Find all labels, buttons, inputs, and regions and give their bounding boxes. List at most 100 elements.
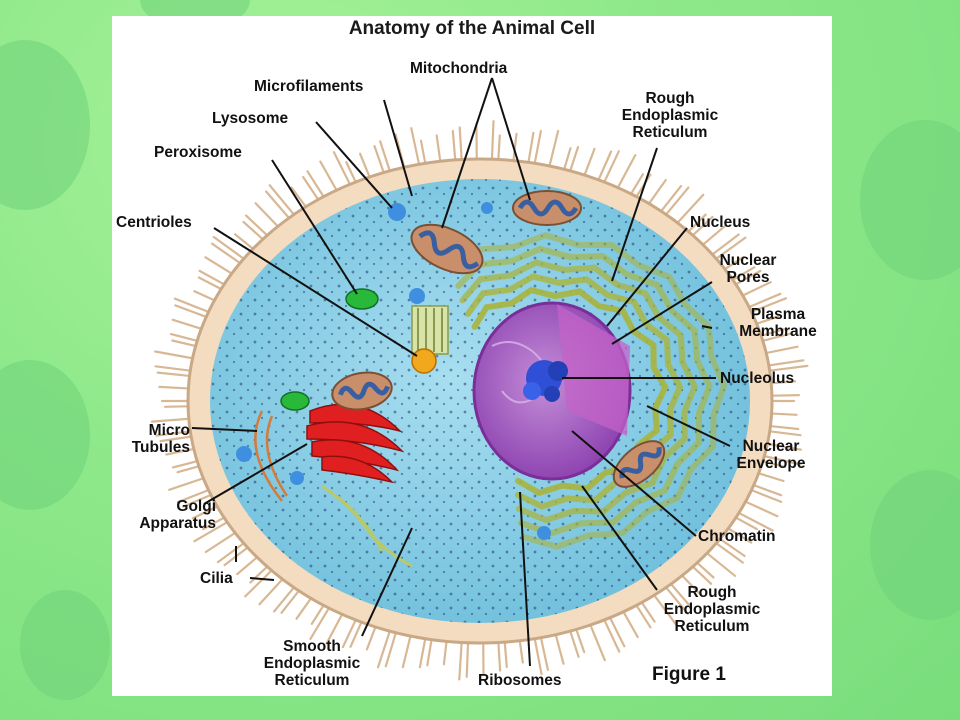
label-line: Plasma bbox=[750, 306, 806, 323]
label-line: Nuclear bbox=[742, 438, 800, 455]
label-line: Endoplasmic bbox=[621, 107, 719, 124]
cilium bbox=[744, 292, 782, 310]
cilium bbox=[210, 242, 245, 267]
cilium bbox=[376, 626, 393, 669]
cilium bbox=[401, 631, 413, 669]
diagram-title: Anatomy of the Animal Cell bbox=[348, 18, 596, 39]
cilium bbox=[273, 583, 298, 613]
cilium bbox=[458, 126, 463, 165]
cilium bbox=[711, 539, 745, 564]
er-cisterna bbox=[452, 232, 728, 550]
cilium bbox=[607, 612, 626, 648]
cilium bbox=[763, 359, 805, 368]
cilium bbox=[614, 154, 637, 193]
cilium bbox=[490, 120, 495, 165]
cilium bbox=[156, 371, 195, 378]
label-centrioles: Centrioles bbox=[116, 214, 192, 231]
cilium bbox=[526, 131, 535, 168]
cilium bbox=[154, 350, 198, 361]
cilium bbox=[306, 170, 327, 202]
label-lysosome: Lysosome bbox=[212, 110, 289, 127]
cilium bbox=[650, 590, 678, 627]
cilium bbox=[332, 151, 353, 189]
cilium bbox=[155, 429, 196, 437]
label-nuclear-envelope: Nuclear Envelope bbox=[728, 438, 814, 472]
background-blob bbox=[20, 590, 110, 700]
label-nucleolus: Nucleolus bbox=[720, 370, 795, 387]
cilium bbox=[702, 549, 737, 577]
cilium bbox=[258, 575, 287, 606]
cilium bbox=[532, 129, 542, 169]
cilium bbox=[667, 579, 693, 609]
cilium bbox=[673, 193, 705, 227]
label-rough-er-top: Rough Endoplasmic Reticulum bbox=[606, 90, 734, 141]
cilium bbox=[553, 629, 565, 665]
cilium bbox=[740, 498, 779, 518]
cilium bbox=[204, 529, 240, 554]
er-cisterna bbox=[455, 245, 713, 537]
cilium bbox=[746, 297, 788, 315]
label-line: Apparatus bbox=[139, 515, 216, 532]
figure-caption: Figure 1 bbox=[652, 664, 726, 685]
label-mitochondria: Mitochondria bbox=[410, 60, 508, 77]
cilium bbox=[309, 603, 333, 641]
label-nucleus: Nucleus bbox=[690, 214, 751, 231]
label-line: Endoplasmic bbox=[663, 601, 761, 618]
label-micro-tubules: Micro Tubules bbox=[114, 422, 190, 456]
label-rough-er-bottom: Rough Endoplasmic Reticulum bbox=[648, 584, 776, 635]
micro-tubules bbox=[254, 410, 289, 502]
cilium bbox=[265, 190, 293, 223]
cilium bbox=[254, 202, 282, 231]
cilium bbox=[587, 620, 606, 662]
label-line: Nuclear bbox=[719, 252, 777, 269]
cilium bbox=[410, 127, 421, 170]
label-peroxisome: Peroxisome bbox=[154, 144, 242, 161]
cilium bbox=[759, 454, 802, 466]
cilium bbox=[761, 345, 799, 355]
cell-illustration bbox=[150, 77, 809, 681]
cilium bbox=[168, 475, 209, 491]
cilium bbox=[159, 434, 197, 443]
er-cisterna bbox=[464, 273, 684, 510]
cilium bbox=[657, 185, 683, 216]
cilium bbox=[150, 417, 194, 423]
cilium bbox=[379, 140, 393, 176]
label-smooth-er: Smooth Endoplasmic Reticulum bbox=[248, 638, 376, 689]
cilium bbox=[746, 487, 783, 503]
label-line: Reticulum bbox=[674, 618, 750, 635]
cilium bbox=[734, 510, 774, 532]
label-nuclear-pores: Nuclear Pores bbox=[710, 252, 786, 286]
cilium bbox=[715, 535, 746, 558]
background-blob bbox=[0, 360, 90, 510]
cilium bbox=[193, 519, 232, 543]
label-line: Endoplasmic bbox=[263, 655, 361, 672]
label-line: Rough bbox=[645, 90, 695, 107]
label-line: Reticulum bbox=[274, 672, 350, 689]
mitochondria bbox=[331, 190, 666, 488]
cilium bbox=[216, 539, 249, 564]
cilium bbox=[738, 281, 772, 299]
cilium bbox=[662, 583, 689, 615]
cilium bbox=[384, 627, 399, 668]
background-blob bbox=[0, 40, 90, 210]
label-line: Pores bbox=[726, 269, 770, 286]
cilium bbox=[319, 160, 340, 195]
nucleolus bbox=[523, 360, 568, 402]
diagram-panel: Anatomy of the Animal Cell Microfilament… bbox=[112, 16, 832, 696]
cilium bbox=[711, 236, 747, 263]
cilium bbox=[595, 150, 613, 185]
cilium bbox=[182, 492, 216, 508]
cilium bbox=[173, 297, 214, 315]
cilium bbox=[465, 637, 470, 678]
cilium bbox=[762, 441, 803, 451]
label-line: Golgi bbox=[176, 498, 216, 515]
label-ribosomes: Ribosomes bbox=[478, 672, 562, 689]
leader-lines bbox=[191, 77, 731, 667]
label-line: Tubules bbox=[131, 439, 190, 456]
cilium bbox=[601, 615, 621, 653]
rough-er-cisternae bbox=[452, 232, 728, 550]
er-cisterna bbox=[459, 259, 698, 524]
cilium bbox=[547, 129, 560, 171]
cilium bbox=[325, 609, 346, 645]
centrioles bbox=[411, 305, 449, 374]
